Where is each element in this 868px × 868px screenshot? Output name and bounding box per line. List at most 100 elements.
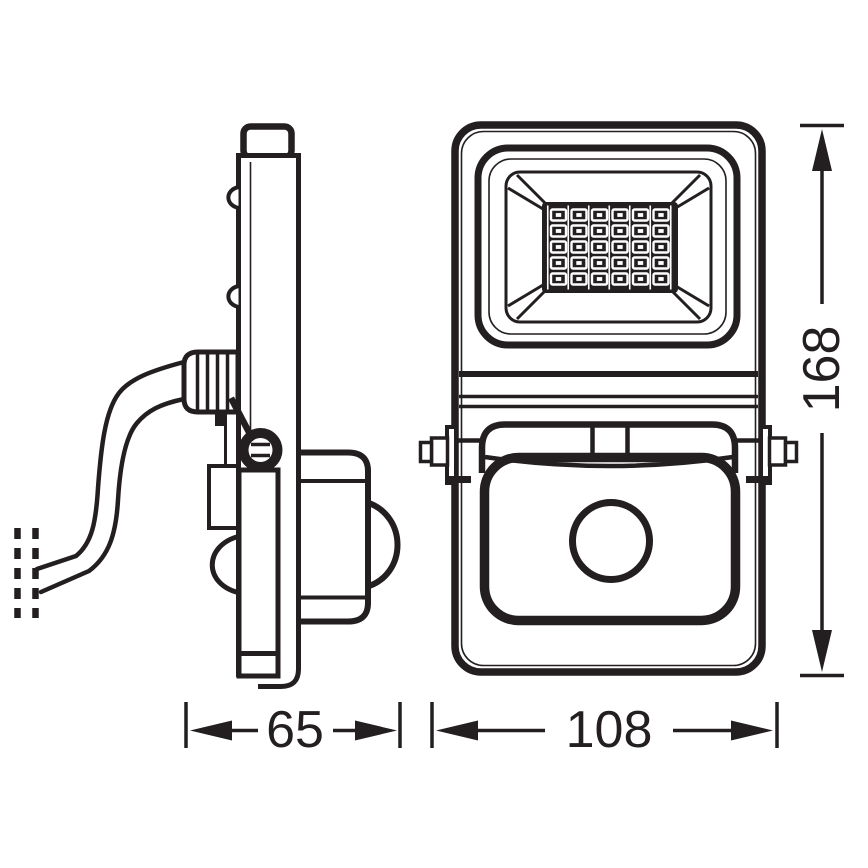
power-cable [38, 396, 187, 595]
arrowhead-left [190, 720, 232, 741]
led-cell-center [637, 277, 644, 281]
bracket-knob-bump [209, 533, 241, 596]
tab-right [767, 436, 788, 467]
led-cell-center [658, 245, 664, 249]
tab-screw-right [783, 440, 799, 464]
led-cell [611, 224, 629, 238]
led-cell-center [637, 213, 644, 217]
housing-clip [226, 284, 240, 309]
pir-dome-side [364, 499, 401, 590]
sensor-housing-band [478, 421, 739, 473]
bracket-knob-block [207, 464, 242, 530]
led-cell-center [596, 245, 603, 249]
face-bezel [474, 144, 741, 349]
arrowhead-up [812, 129, 832, 171]
dimension-depth: 65 [184, 701, 402, 759]
led-cell-center [617, 213, 623, 217]
pir-lens-circle [569, 499, 653, 583]
led-cell [570, 208, 588, 222]
led-cell-center [576, 229, 582, 233]
housing-top-cap [240, 123, 295, 161]
led-cell-center [658, 277, 664, 281]
dimension-width: 108 [430, 701, 779, 759]
led-cell [590, 256, 609, 270]
led-cell-center [658, 261, 664, 265]
led-cell [652, 224, 670, 238]
arrowhead-left [436, 720, 478, 741]
led-cell [549, 208, 568, 222]
led-cell [652, 272, 670, 286]
led-cell-center [658, 213, 664, 217]
dimension-depth-value: 65 [266, 701, 324, 759]
bracket-arm [228, 396, 255, 440]
led-cell-center [637, 245, 644, 249]
reflector [504, 170, 713, 324]
led-cell-center [658, 229, 664, 233]
led-cell [590, 240, 609, 254]
led-cell [549, 272, 568, 286]
led-cell-center [617, 277, 623, 281]
mounting-tab-left [418, 425, 482, 485]
led-cell [549, 240, 568, 254]
led-cell-grid [546, 205, 672, 290]
led-cell-center [576, 245, 582, 249]
sensor-face [479, 452, 741, 626]
led-cell-center [596, 213, 603, 217]
led-cell [611, 208, 629, 222]
outer-housing [451, 121, 766, 676]
side-view [14, 123, 401, 689]
bracket-strip [236, 467, 281, 679]
dimension-height-value: 168 [793, 326, 851, 413]
led-cell [611, 240, 629, 254]
led-cell [549, 224, 568, 238]
led-cell [631, 256, 650, 270]
led-cell [549, 256, 568, 270]
arrowhead-down [812, 630, 832, 672]
led-cell [570, 272, 588, 286]
led-cell-center [596, 277, 603, 281]
dimension-width-value: 108 [566, 701, 653, 759]
led-cell-center [555, 245, 562, 249]
led-cell-center [596, 229, 603, 233]
power-cable [34, 359, 187, 572]
led-cell [611, 272, 629, 286]
led-cell-center [555, 213, 562, 217]
led-cell-center [617, 229, 623, 233]
reflector-corner-facets [507, 173, 710, 321]
led-cell-center [617, 261, 623, 265]
face-bezel-inner-line [488, 158, 727, 335]
mounting-tab-right [735, 425, 799, 485]
led-cell [590, 208, 609, 222]
led-cell [590, 272, 609, 286]
housing-slab-outline [236, 153, 301, 689]
led-cell [652, 240, 670, 254]
led-cell-center [576, 261, 582, 265]
pivot-screw-washer [248, 438, 273, 462]
led-cell [631, 208, 650, 222]
led-cell [631, 272, 650, 286]
tab-screw-left [418, 440, 434, 464]
arrowhead-right [355, 720, 397, 741]
led-cell-center [576, 213, 582, 217]
led-cell-center [596, 261, 603, 265]
led-cell [652, 256, 670, 270]
led-cell-center [555, 261, 562, 265]
led-cell [570, 224, 588, 238]
cable-gland [181, 349, 241, 415]
led-cell [631, 224, 650, 238]
led-cell-center [576, 277, 582, 281]
led-cell [570, 256, 588, 270]
arrowhead-right [731, 720, 773, 741]
tab-left [429, 436, 450, 467]
front-view [418, 121, 799, 676]
led-cell [590, 224, 609, 238]
led-cell-center [555, 229, 562, 233]
led-cell [652, 208, 670, 222]
led-cell-center [555, 277, 562, 281]
led-cell-center [637, 229, 644, 233]
dimension-height: 168 [793, 123, 851, 678]
outer-housing-inner-line [460, 130, 757, 667]
led-cell [570, 240, 588, 254]
